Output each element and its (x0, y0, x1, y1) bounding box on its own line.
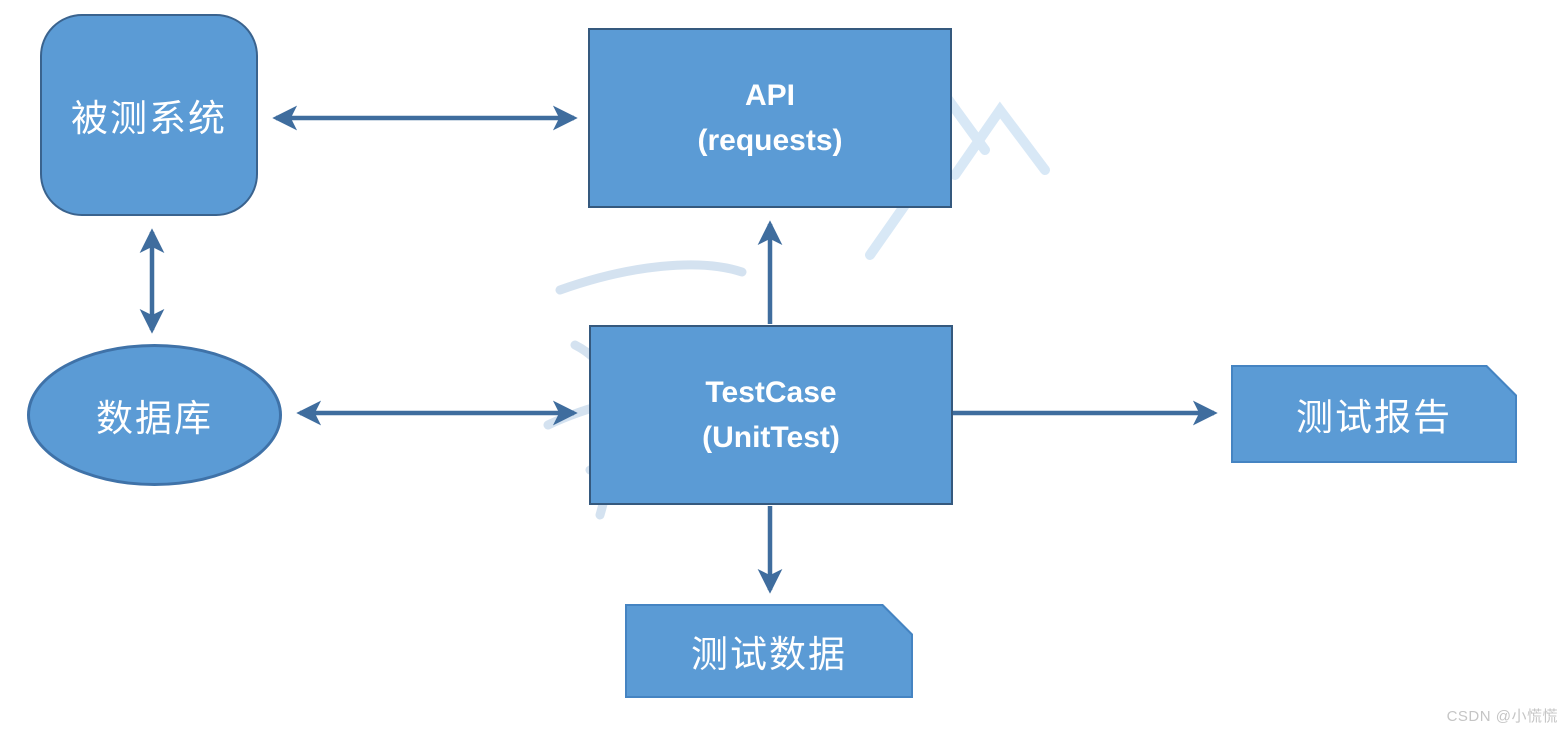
node-testcase-label: TestCase (705, 376, 837, 409)
node-test-report-label: 测试报告 (1296, 397, 1452, 438)
node-system-under-test: 被测系统 (40, 14, 258, 216)
node-system-under-test-label: 被测系统 (71, 98, 227, 139)
node-api-sublabel: (requests) (697, 124, 843, 157)
card-fill (1233, 367, 1515, 461)
csdn-credit-watermark: CSDN @小慌慌 (1446, 708, 1558, 725)
node-testcase: TestCase (UnitTest) (589, 325, 953, 505)
node-test-report: 测试报告 (1231, 365, 1517, 463)
node-api-label: API (744, 79, 795, 112)
node-test-data-label: 测试数据 (691, 634, 847, 675)
node-testcase-sublabel: (UnitTest) (702, 421, 840, 454)
node-database: 数据库 (27, 344, 282, 486)
card-fill (627, 606, 911, 696)
node-test-data: 测试数据 (625, 604, 913, 698)
node-database-label: 数据库 (96, 398, 213, 439)
node-api: API (requests) (588, 28, 952, 208)
